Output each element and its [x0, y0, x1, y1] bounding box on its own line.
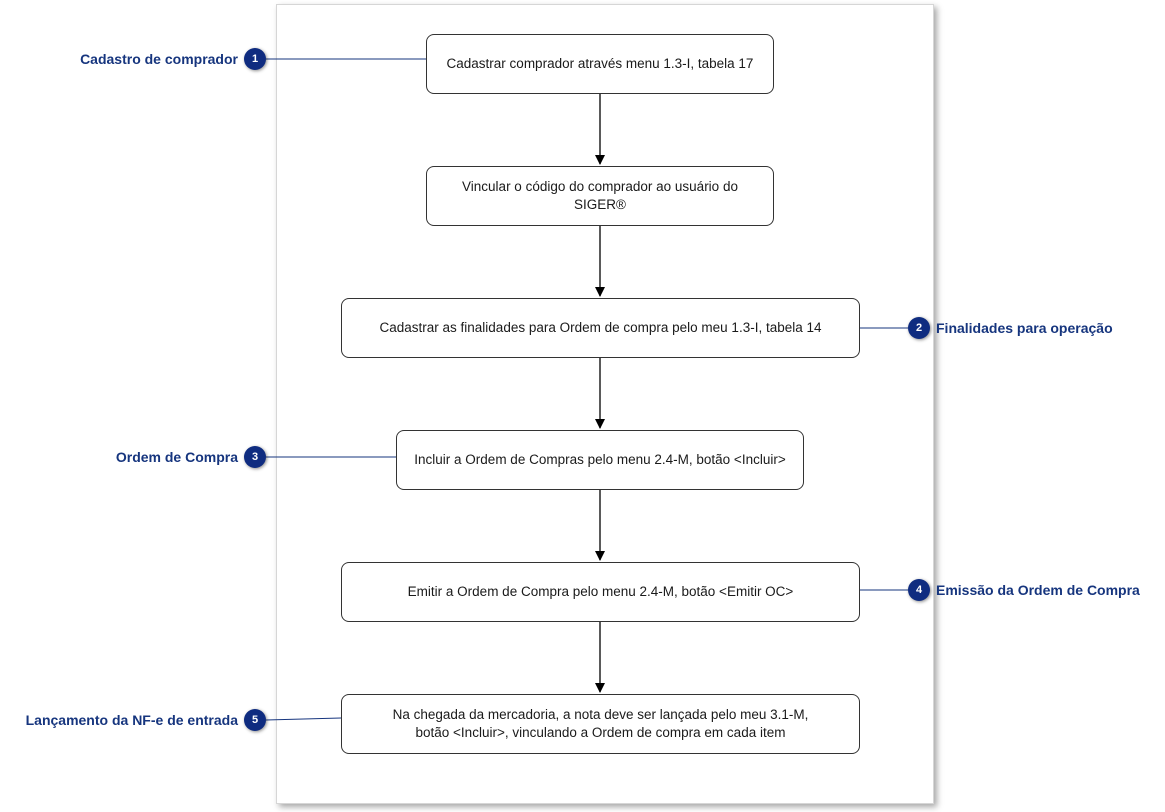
step-5-text: Emitir a Ordem de Compra pelo menu 2.4-M…	[407, 584, 794, 599]
callout-2[interactable]: 2 Finalidades para operação	[908, 317, 1113, 339]
callout-1[interactable]: Cadastro de comprador 1	[80, 48, 266, 70]
step-6-text: Na chegada da mercadoria, a nota deve se…	[392, 707, 809, 740]
callout-3[interactable]: Ordem de Compra 3	[116, 446, 266, 468]
callout-5[interactable]: Lançamento da NF-e de entrada 5	[26, 709, 266, 731]
callout-5-label: Lançamento da NF-e de entrada	[25, 712, 238, 728]
step-2-text: Vincular o código do comprador ao usuári…	[462, 179, 738, 212]
step-2-box: Vincular o código do comprador ao usuári…	[426, 166, 774, 226]
callout-4-badge: 4	[908, 579, 930, 601]
callout-3-label: Ordem de Compra	[115, 449, 238, 465]
callout-5-badge: 5	[244, 709, 266, 731]
step-1-text: Cadastrar comprador através menu 1.3-I, …	[446, 56, 754, 71]
step-6-box: Na chegada da mercadoria, a nota deve se…	[341, 694, 860, 754]
callout-2-label: Finalidades para operação	[936, 320, 1113, 336]
callout-4-label: Emissão da Ordem de Compra	[936, 582, 1140, 598]
diagram-page	[276, 4, 934, 804]
step-3-box: Cadastrar as finalidades para Ordem de c…	[341, 298, 860, 358]
callout-3-badge: 3	[244, 446, 266, 468]
step-5-box: Emitir a Ordem de Compra pelo menu 2.4-M…	[341, 562, 860, 622]
callout-1-badge: 1	[244, 48, 266, 70]
callout-4[interactable]: 4 Emissão da Ordem de Compra	[908, 579, 1140, 601]
callout-2-badge: 2	[908, 317, 930, 339]
callout-1-label: Cadastro de comprador	[80, 51, 238, 67]
step-1-box: Cadastrar comprador através menu 1.3-I, …	[426, 34, 774, 94]
step-4-text: Incluir a Ordem de Compras pelo menu 2.4…	[414, 452, 786, 467]
step-4-box: Incluir a Ordem de Compras pelo menu 2.4…	[396, 430, 804, 490]
step-3-text: Cadastrar as finalidades para Ordem de c…	[379, 320, 822, 335]
